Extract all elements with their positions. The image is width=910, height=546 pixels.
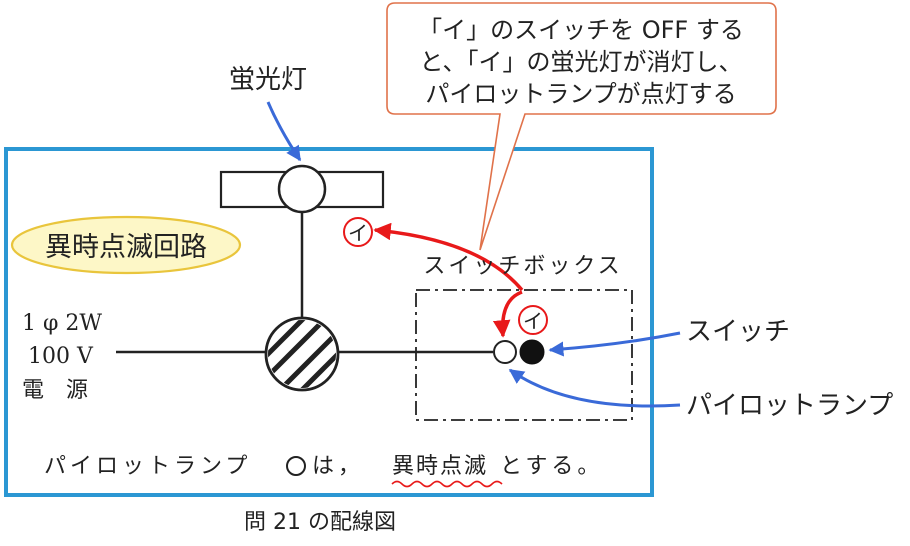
figure-caption: 問 21 の配線図 [244, 510, 396, 535]
red-arrow-to-lamp [373, 222, 524, 292]
diagram-frame [4, 147, 654, 497]
switch-pointer-arrow [548, 331, 681, 357]
note-suffix: とする。 [500, 454, 603, 479]
switch-symbol [519, 339, 545, 365]
svg-text:イ: イ [523, 309, 543, 333]
note-lamp-symbol [286, 456, 306, 476]
pilot-lamp-symbol [493, 340, 517, 364]
callout-line-1: 「イ」のスイッチを OFF する [418, 16, 744, 44]
note-emphasis: 異時点滅 [392, 454, 488, 479]
switch-marker-i: イ [518, 305, 548, 335]
circuit-name-text: 異時点滅回路 [45, 232, 207, 263]
source-line-2: 100 V [28, 344, 94, 369]
junction-box [264, 316, 340, 392]
note-mid: は， [312, 454, 364, 479]
callout-line-3: パイロットランプが点灯する [425, 80, 736, 108]
callout-line-2: と、「イ」の蛍光灯が消灯し、 [419, 48, 742, 76]
lamp-marker-i: イ [343, 217, 373, 247]
source-line-1: 1 φ 2W [22, 311, 102, 336]
pilot-lamp-pointer-arrow [508, 368, 681, 408]
fluorescent-pointer-arrow [266, 101, 302, 162]
fluorescent-label: 蛍光灯 [229, 65, 307, 95]
callout-bubble: 「イ」のスイッチを OFF する と、「イ」の蛍光灯が消灯し、 パイロットランプ… [386, 2, 777, 251]
note-emphasis-underline [391, 480, 503, 488]
switch-label: スイッチ [686, 317, 790, 347]
circuit-name-badge: 異時点滅回路 [10, 215, 242, 275]
note-prefix: パイロットランプ [44, 454, 251, 479]
switchbox-label: スイッチボックス [423, 254, 622, 279]
svg-text:イ: イ [348, 221, 368, 245]
switchbox-outline [415, 289, 633, 421]
pilot-lamp-note: パイロットランプ は， 異時点滅 とする。 [44, 454, 603, 488]
fluorescent-fixture [219, 164, 385, 214]
red-arrow-to-pilot [492, 290, 523, 338]
source-line-3: 電 源 [22, 378, 88, 403]
pilot-lamp-label: パイロットランプ [686, 391, 893, 421]
